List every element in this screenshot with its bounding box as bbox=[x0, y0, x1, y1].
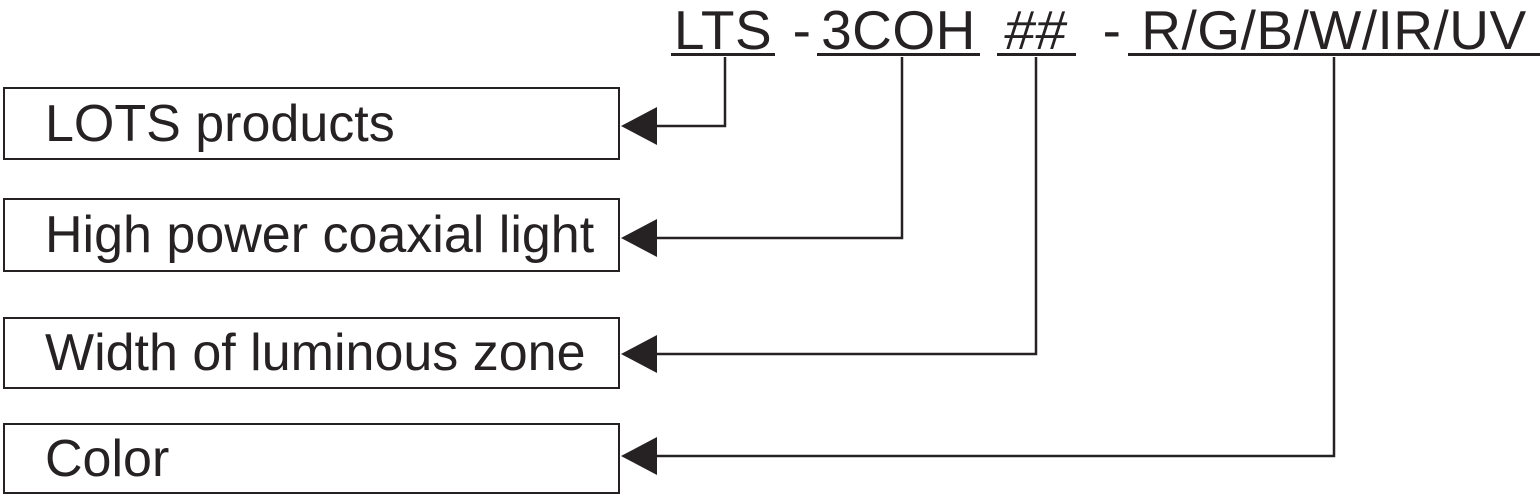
label-box-lots-products: LOTS products bbox=[3, 87, 620, 160]
label-high-power-coaxial-light: High power coaxial light bbox=[45, 206, 595, 264]
connector-line-3coh bbox=[656, 57, 904, 240]
connector-line-color bbox=[656, 57, 1336, 458]
label-box-width-of-luminous-zone: Width of luminous zone bbox=[3, 317, 620, 389]
code-segment-color-options: R/G/B/W/IR/UV bbox=[1128, 0, 1540, 60]
code-segment-3coh: 3COH bbox=[817, 0, 980, 60]
label-box-color: Color bbox=[3, 423, 620, 494]
code-separator-dash-2: - bbox=[1102, 0, 1122, 61]
label-box-high-power-coaxial-light: High power coaxial light bbox=[3, 198, 620, 272]
connector-line-width bbox=[656, 57, 1038, 356]
arrowhead-width bbox=[621, 335, 657, 373]
connector-line-lts bbox=[656, 57, 727, 128]
arrowhead-3coh bbox=[621, 219, 657, 257]
label-lots-products: LOTS products bbox=[45, 94, 395, 153]
label-width-of-luminous-zone: Width of luminous zone bbox=[45, 324, 586, 382]
code-segment-lts: LTS bbox=[671, 0, 775, 60]
code-segment-width-placeholder-text: ## bbox=[1002, 0, 1071, 61]
arrowhead-color bbox=[621, 437, 657, 475]
code-segment-width-placeholder: ## bbox=[997, 0, 1076, 61]
arrowhead-lts bbox=[621, 107, 657, 145]
label-color: Color bbox=[45, 429, 170, 488]
code-separator-dash-1: - bbox=[792, 0, 812, 61]
